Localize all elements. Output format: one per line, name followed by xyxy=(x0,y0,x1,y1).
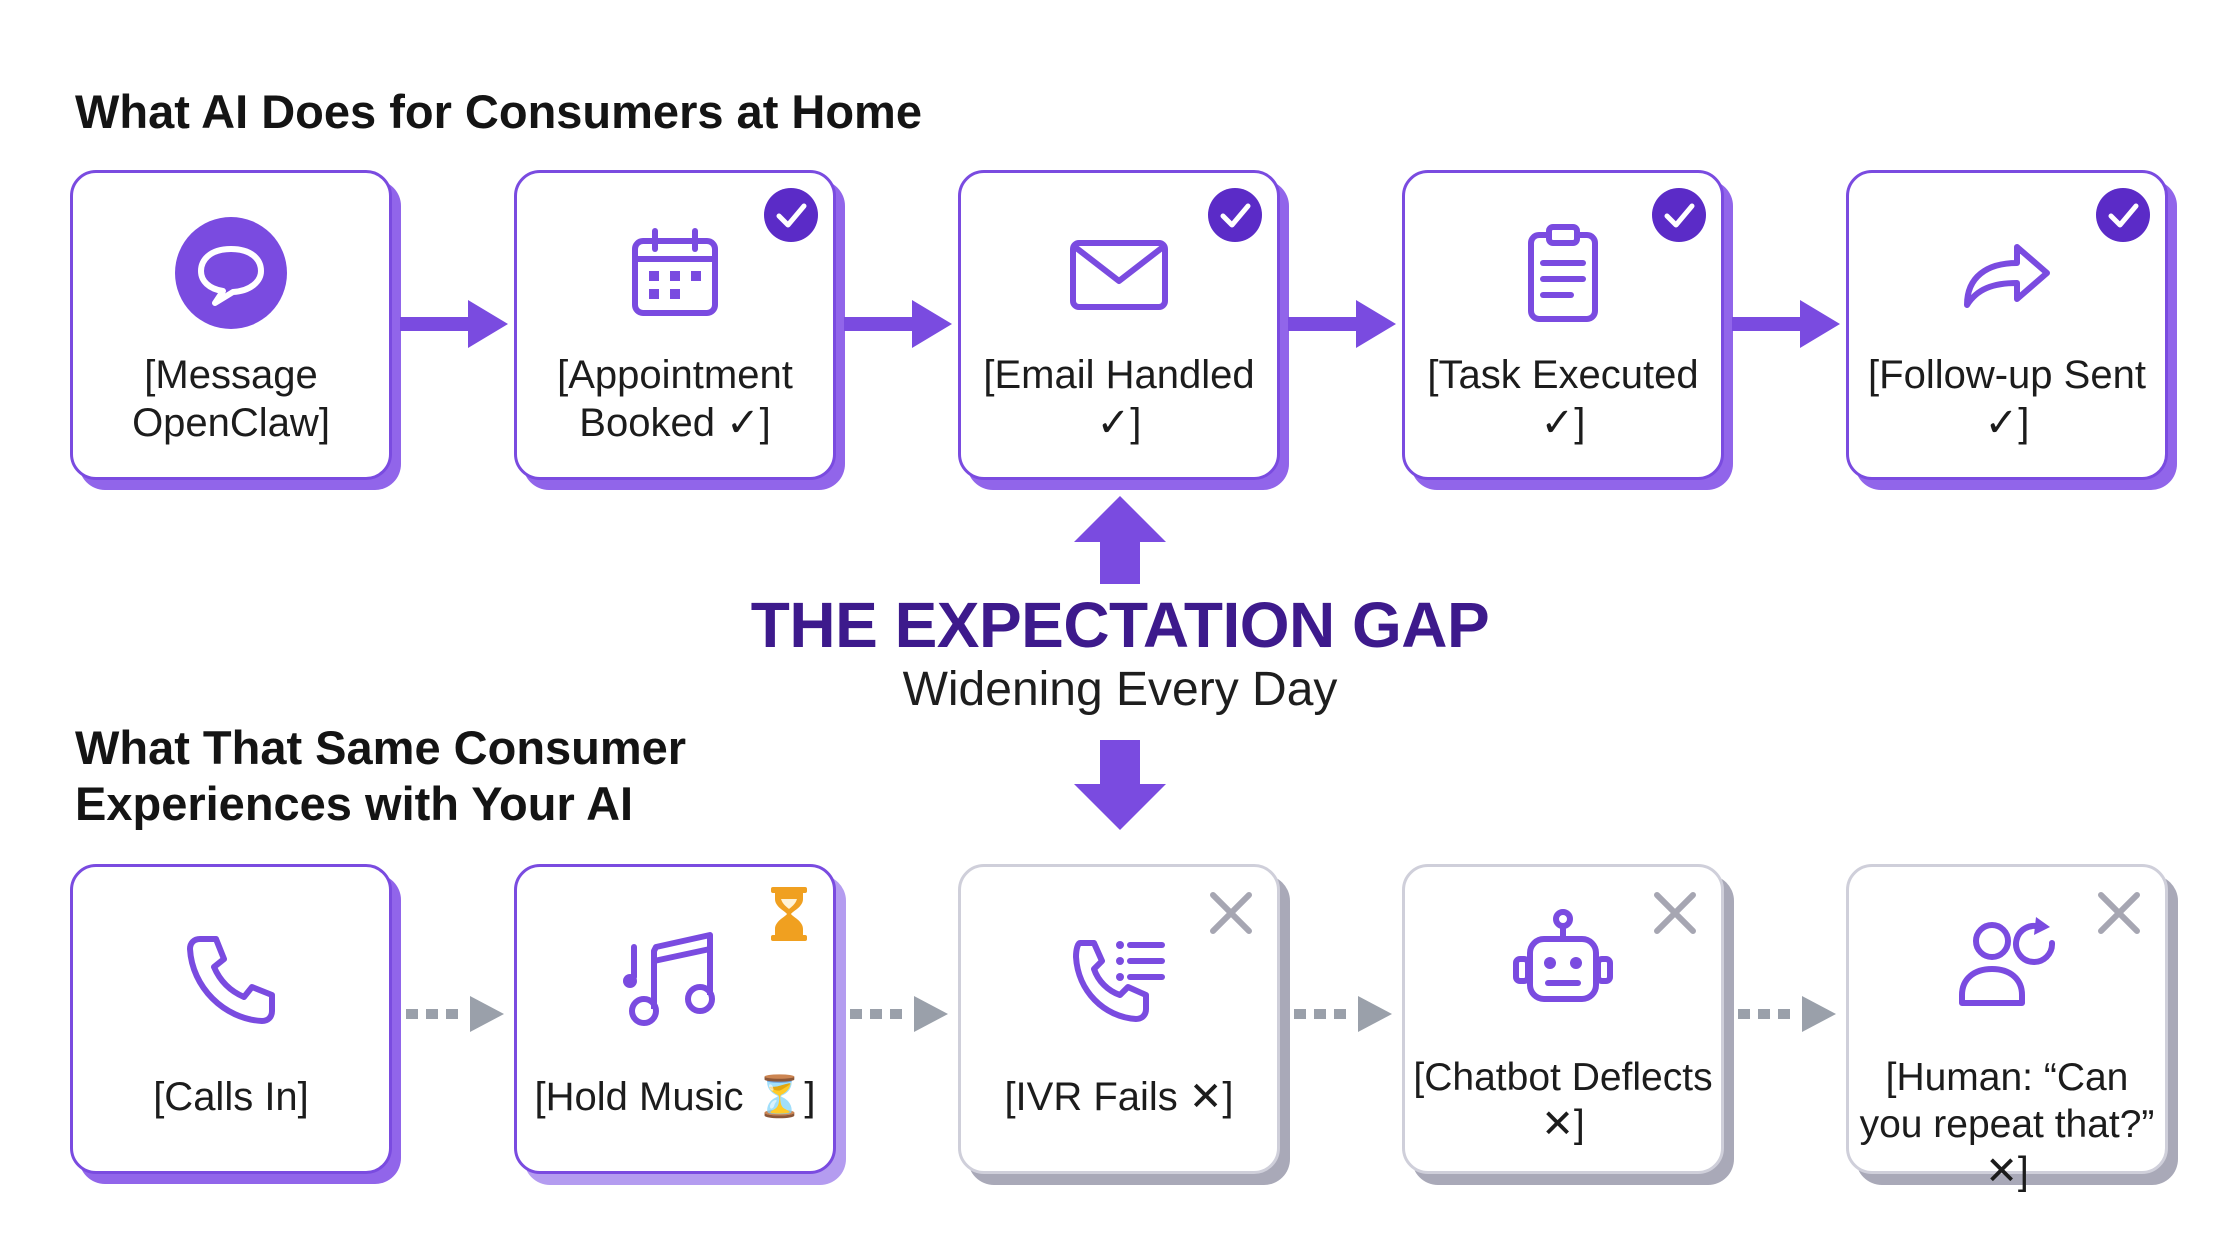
bottom-step-label: [IVR Fails ✕] xyxy=(1004,1075,1234,1119)
flow-arrow-2 xyxy=(844,300,952,348)
bottom-step-card-5: [Human: “Can you repeat that?” ✕] xyxy=(1846,864,2168,1193)
check-badge-icon xyxy=(764,188,818,242)
top-step-label: [Message OpenClaw] xyxy=(132,353,330,445)
top-step-label: [Follow-up Sent ✓] xyxy=(1868,353,2146,445)
top-step-card-2: [Appointment Booked ✓] xyxy=(514,170,836,480)
x-mark-icon xyxy=(1654,892,1696,934)
phone-icon xyxy=(187,936,275,1024)
dotted-arrow-3 xyxy=(1294,996,1392,1032)
top-section-title: What AI Does for Consumers at Home xyxy=(75,85,922,138)
share-arrow-icon xyxy=(1964,244,2050,308)
top-step-card-4: [Task Executed ✓] xyxy=(1402,170,1724,480)
flow-arrow-3 xyxy=(1288,300,1396,348)
bottom-step-card-4: [Chatbot Deflects ✕] xyxy=(1402,864,1724,1174)
chat-bubble-icon xyxy=(175,217,287,329)
phone-menu-icon xyxy=(1073,940,1165,1022)
person-refresh-icon xyxy=(1959,917,2056,1006)
robot-icon xyxy=(1513,909,1613,1002)
clipboard-icon xyxy=(1528,224,1598,322)
check-badge-icon xyxy=(1652,188,1706,242)
top-step-label: [Task Executed ✓] xyxy=(1427,353,1699,445)
envelope-icon xyxy=(1070,240,1168,310)
bottom-step-label: [Calls In] xyxy=(153,1075,309,1119)
flow-arrow-1 xyxy=(400,300,508,348)
expectation-gap-subtitle: Widening Every Day xyxy=(902,663,1338,716)
bottom-step-card-1: [Calls In] xyxy=(70,864,392,1174)
top-step-label: [Appointment Booked ✓] xyxy=(557,353,793,445)
bottom-step-label: [Hold Music ⏳] xyxy=(534,1075,816,1119)
dotted-arrow-4 xyxy=(1738,996,1836,1032)
top-step-card-1: [Message OpenClaw] xyxy=(70,170,392,480)
x-mark-icon xyxy=(2098,892,2140,934)
check-badge-icon xyxy=(1208,188,1262,242)
top-step-card-3: [Email Handled ✓] xyxy=(958,170,1280,480)
bottom-step-card-3: [IVR Fails ✕] xyxy=(958,864,1280,1174)
gap-down-arrow xyxy=(1074,740,1166,830)
hourglass-icon xyxy=(771,887,807,941)
flow-arrow-4 xyxy=(1732,300,1840,348)
check-badge-icon xyxy=(2096,188,2150,242)
dotted-arrow-2 xyxy=(850,996,948,1032)
dotted-arrow-1 xyxy=(406,996,504,1032)
bottom-step-label: [Human: “Can you repeat that?” ✕] xyxy=(1859,1056,2155,1193)
bottom-step-label: [Chatbot Deflects ✕] xyxy=(1413,1056,1713,1146)
x-mark-icon xyxy=(1210,892,1252,934)
music-note-icon xyxy=(623,932,715,1026)
calendar-icon xyxy=(632,228,718,316)
top-step-card-5: [Follow-up Sent ✓] xyxy=(1846,170,2168,480)
bottom-section-title: What That Same Consumer Experiences with… xyxy=(75,721,687,831)
gap-up-arrow xyxy=(1074,496,1166,584)
top-step-label: [Email Handled ✓] xyxy=(983,353,1255,445)
bottom-step-card-2: [Hold Music ⏳] xyxy=(514,864,836,1174)
expectation-gap-title: THE EXPECTATION GAP xyxy=(750,589,1490,661)
